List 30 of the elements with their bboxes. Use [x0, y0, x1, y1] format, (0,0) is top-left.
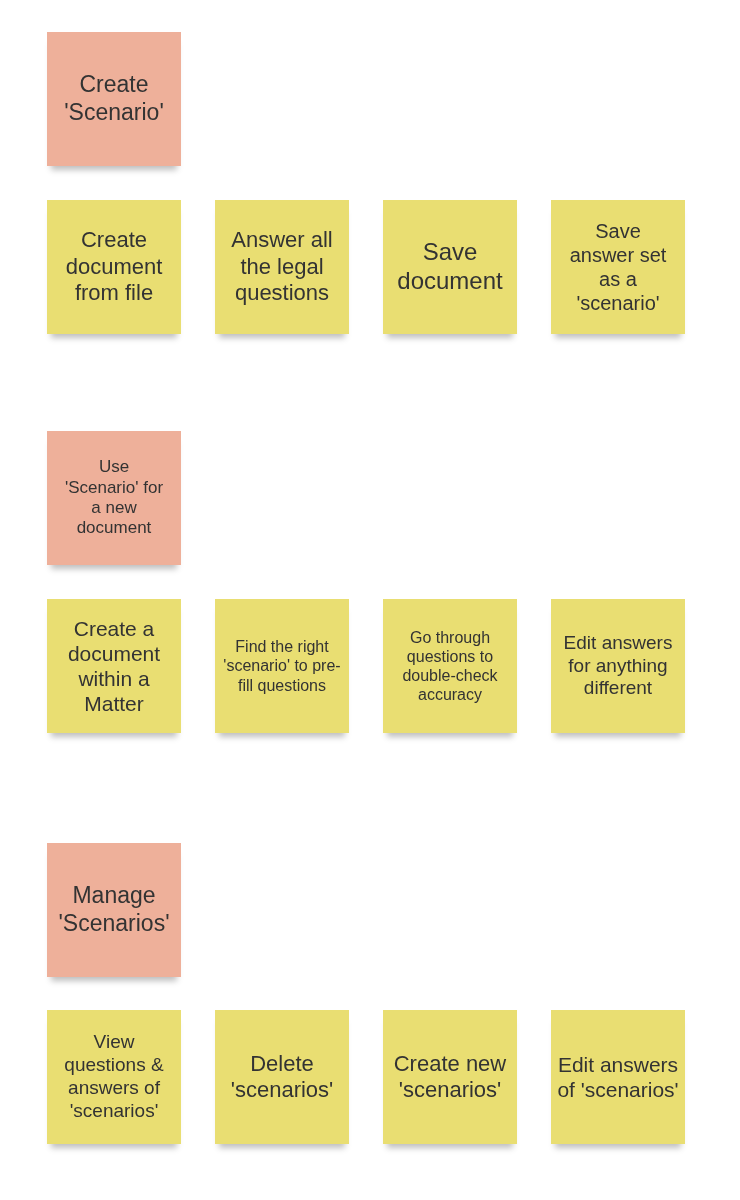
sticky-note [47, 1010, 181, 1144]
sticky-note [47, 431, 181, 565]
sticky-note [215, 1010, 349, 1144]
sticky-note [215, 200, 349, 334]
note-text: Save answer set as a 'scenario' [568, 219, 668, 315]
sticky-note [47, 599, 181, 733]
note-text: Answer all the legal questions [230, 227, 334, 307]
note-text: Manage 'Scenarios' [57, 882, 171, 938]
sticky-note [551, 1010, 685, 1144]
sticky-note [47, 843, 181, 977]
note-text: Create new 'scenarios' [392, 1050, 508, 1104]
note-text: Delete 'scenarios' [229, 1050, 335, 1104]
sticky-note [47, 200, 181, 334]
sticky-note [551, 599, 685, 733]
note-text: Create a document within a Matter [66, 615, 162, 717]
sticky-note [215, 599, 349, 733]
sticky-note [383, 200, 517, 334]
sticky-note [551, 200, 685, 334]
note-text: Use 'Scenario' for a new document [63, 457, 165, 539]
note-text: Create document from file [64, 227, 164, 307]
note-text: Go through questions to double-check accuracy [401, 627, 499, 705]
note-text: Save document [396, 238, 504, 296]
note-text: Edit answers for anything different [563, 631, 673, 701]
note-text: Find the right 'scenario' to pre-fill questions [223, 637, 341, 695]
sticky-note [383, 1010, 517, 1144]
note-text: Create 'Scenario' [63, 71, 165, 127]
sticky-note [47, 32, 181, 166]
note-text: View questions & answers of 'scenarios' [63, 1031, 165, 1123]
sticky-note [383, 599, 517, 733]
note-text: Edit answers of 'scenarios' [557, 1051, 679, 1103]
